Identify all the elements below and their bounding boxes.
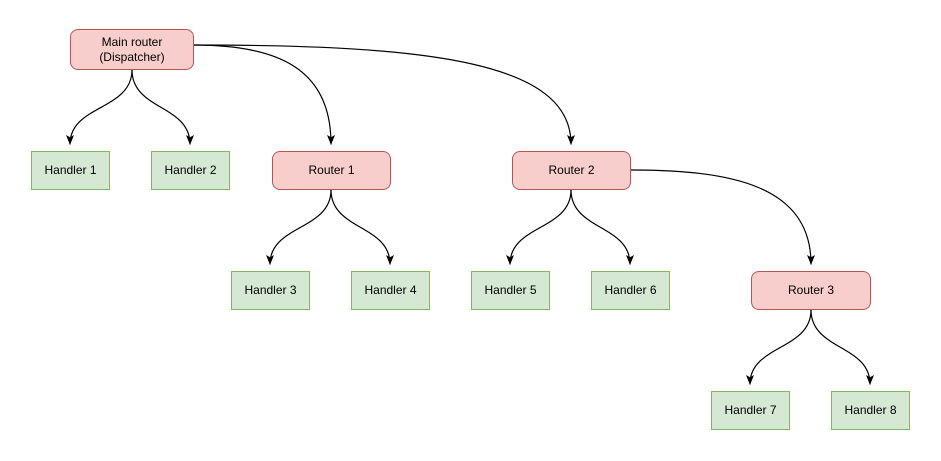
- node-router-3[interactable]: Router 3: [751, 271, 871, 310]
- node-label-handler-2: Handler 2: [164, 163, 217, 178]
- edge-main-to-router-1: [193, 44, 335, 145]
- node-handler-8[interactable]: Handler 8: [831, 391, 910, 430]
- node-main-router[interactable]: Main router (Dispatcher): [70, 29, 194, 70]
- edge-router-3-to-handler-8: [810, 309, 874, 385]
- node-handler-2[interactable]: Handler 2: [151, 151, 230, 190]
- edge-main-to-handler-2: [131, 69, 194, 145]
- node-label-handler-3: Handler 3: [244, 283, 297, 298]
- edge-router-2-to-handler-6: [570, 189, 634, 265]
- node-label-router-2: Router 2: [548, 163, 595, 178]
- node-handler-6[interactable]: Handler 6: [591, 271, 670, 310]
- node-label-handler-1: Handler 1: [44, 163, 97, 178]
- node-router-2[interactable]: Router 2: [512, 151, 631, 190]
- node-handler-5[interactable]: Handler 5: [471, 271, 550, 310]
- node-label-handler-6: Handler 6: [604, 283, 657, 298]
- edge-router-3-to-handler-7: [746, 309, 812, 385]
- node-router-1[interactable]: Router 1: [272, 151, 391, 190]
- edge-router-2-to-router-3: [630, 169, 815, 265]
- node-handler-7[interactable]: Handler 7: [711, 391, 790, 430]
- node-label-handler-4: Handler 4: [364, 283, 417, 298]
- node-label-handler-5: Handler 5: [484, 283, 537, 298]
- node-label-main-router: Main router (Dispatcher): [99, 35, 165, 64]
- node-label-handler-8: Handler 8: [844, 403, 897, 418]
- edge-main-to-router-2: [193, 44, 575, 145]
- edge-router-1-to-handler-3: [266, 189, 332, 265]
- node-label-handler-7: Handler 7: [724, 403, 777, 418]
- node-handler-1[interactable]: Handler 1: [31, 151, 110, 190]
- node-label-router-1: Router 1: [308, 163, 355, 178]
- node-handler-3[interactable]: Handler 3: [231, 271, 310, 310]
- node-label-router-3: Router 3: [787, 283, 835, 298]
- edge-router-2-to-handler-5: [506, 189, 572, 265]
- node-handler-4[interactable]: Handler 4: [351, 271, 430, 310]
- edge-router-1-to-handler-4: [330, 189, 394, 265]
- edge-group: [66, 44, 874, 385]
- edge-main-to-handler-1: [66, 69, 133, 145]
